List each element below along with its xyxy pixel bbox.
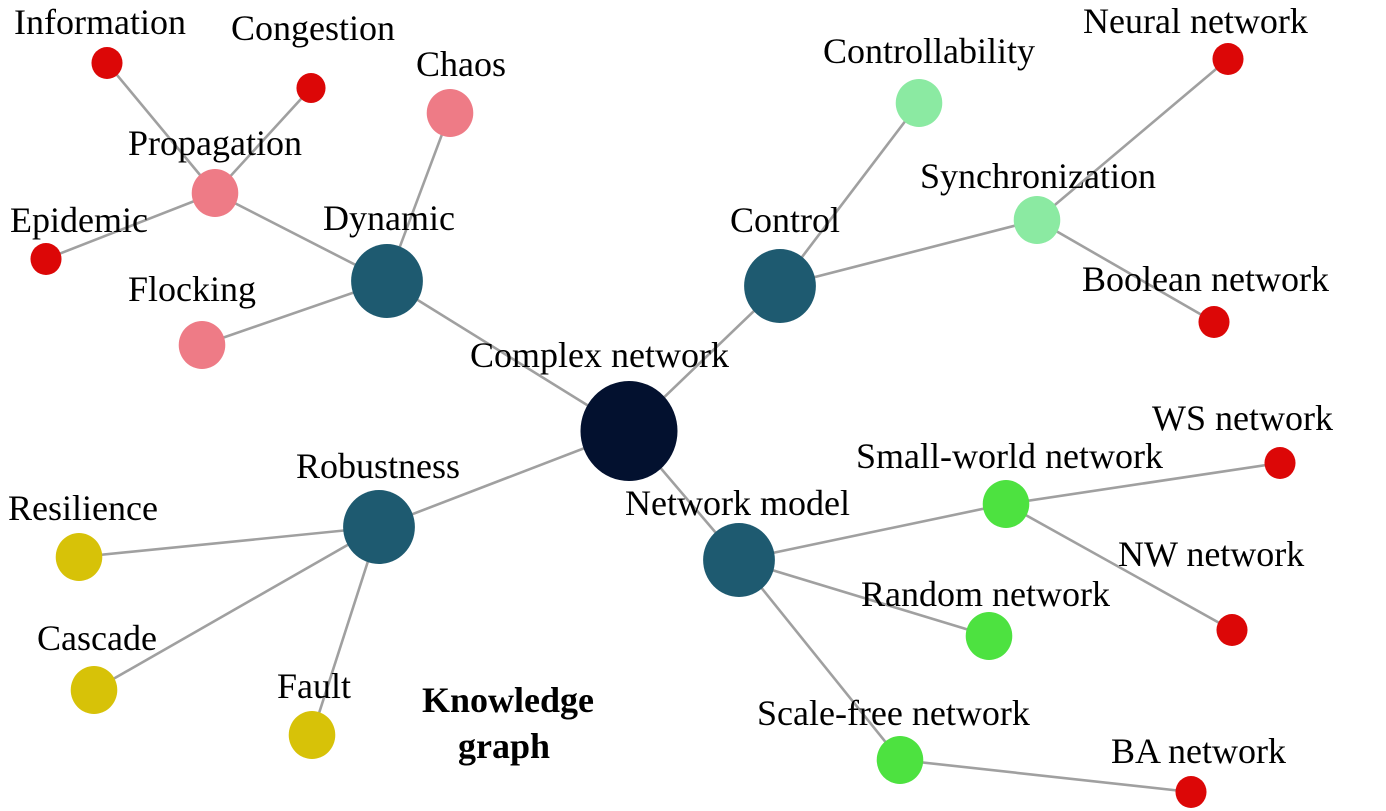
caption-line-2: graph bbox=[458, 726, 550, 766]
node-label-neural-network: Neural network bbox=[1083, 1, 1308, 41]
edge-small-world-network-to-ws-network bbox=[1005, 461, 1281, 506]
node-label-propagation: Propagation bbox=[128, 123, 302, 163]
node-label-chaos: Chaos bbox=[416, 44, 506, 84]
caption-line-1: Knowledge bbox=[422, 680, 594, 720]
node-label-dynamic: Dynamic bbox=[323, 198, 455, 238]
node-scale-free-network bbox=[876, 736, 924, 784]
node-dynamic bbox=[351, 244, 423, 318]
node-label-boolean-network: Boolean network bbox=[1082, 259, 1329, 299]
node-small-world-network bbox=[982, 480, 1030, 528]
edge-robustness-to-cascade bbox=[93, 525, 380, 692]
node-resilience bbox=[55, 533, 103, 581]
node-fault bbox=[288, 711, 336, 759]
node-label-fault: Fault bbox=[277, 666, 351, 706]
nodes-layer bbox=[30, 43, 1296, 808]
node-label-control: Control bbox=[730, 200, 840, 240]
node-ba-network bbox=[1175, 776, 1207, 808]
node-nw-network bbox=[1216, 614, 1248, 646]
node-label-resilience: Resilience bbox=[8, 488, 158, 528]
node-chaos bbox=[426, 89, 474, 137]
edge-network-model-to-random-network bbox=[738, 558, 990, 638]
edge-propagation-to-information bbox=[106, 62, 216, 194]
node-random-network bbox=[965, 612, 1013, 660]
edge-scale-free-network-to-ba-network bbox=[899, 758, 1192, 794]
node-network-model bbox=[703, 523, 775, 597]
node-boolean-network bbox=[1198, 306, 1230, 338]
node-label-information: Information bbox=[14, 2, 186, 42]
edge-robustness-to-resilience bbox=[78, 525, 380, 559]
node-label-small-world-network: Small-world network bbox=[856, 436, 1163, 476]
edge-network-model-to-small-world-network bbox=[738, 502, 1007, 562]
node-label-robustness: Robustness bbox=[296, 446, 460, 486]
node-cascade bbox=[70, 666, 118, 714]
node-flocking bbox=[178, 321, 226, 369]
node-label-ws-network: WS network bbox=[1152, 398, 1333, 438]
edge-synchronization-to-boolean-network bbox=[1036, 218, 1215, 324]
node-label-flocking: Flocking bbox=[128, 269, 256, 309]
edge-network-model-to-scale-free-network bbox=[737, 559, 902, 761]
node-information bbox=[91, 47, 123, 79]
edge-control-to-synchronization bbox=[779, 218, 1038, 288]
node-congestion bbox=[296, 73, 326, 103]
node-propagation bbox=[191, 169, 239, 217]
node-label-epidemic: Epidemic bbox=[10, 200, 148, 240]
edge-control-to-controllability bbox=[778, 102, 921, 287]
node-robustness bbox=[343, 490, 415, 564]
edge-propagation-to-congestion bbox=[214, 87, 312, 194]
node-label-random-network: Random network bbox=[861, 574, 1110, 614]
edge-small-world-network-to-nw-network bbox=[1005, 502, 1233, 632]
node-label-controllability: Controllability bbox=[823, 31, 1035, 71]
node-label-network-model: Network model bbox=[625, 483, 850, 523]
node-controllability bbox=[895, 79, 943, 127]
node-label-nw-network: NW network bbox=[1118, 534, 1304, 574]
node-label-synchronization: Synchronization bbox=[920, 156, 1156, 196]
node-label-congestion: Congestion bbox=[231, 8, 395, 48]
edge-propagation-to-epidemic bbox=[45, 191, 216, 261]
node-label-cascade: Cascade bbox=[37, 618, 157, 658]
node-control bbox=[744, 249, 816, 323]
node-complex-network bbox=[580, 381, 678, 481]
node-epidemic bbox=[30, 243, 62, 275]
node-label-complex-network: Complex network bbox=[470, 335, 729, 375]
edge-synchronization-to-neural-network bbox=[1036, 58, 1229, 221]
node-label-scale-free-network: Scale-free network bbox=[757, 693, 1030, 733]
node-ws-network bbox=[1264, 447, 1296, 479]
node-neural-network bbox=[1212, 43, 1244, 75]
node-synchronization bbox=[1013, 196, 1061, 244]
node-label-ba-network: BA network bbox=[1111, 731, 1286, 771]
